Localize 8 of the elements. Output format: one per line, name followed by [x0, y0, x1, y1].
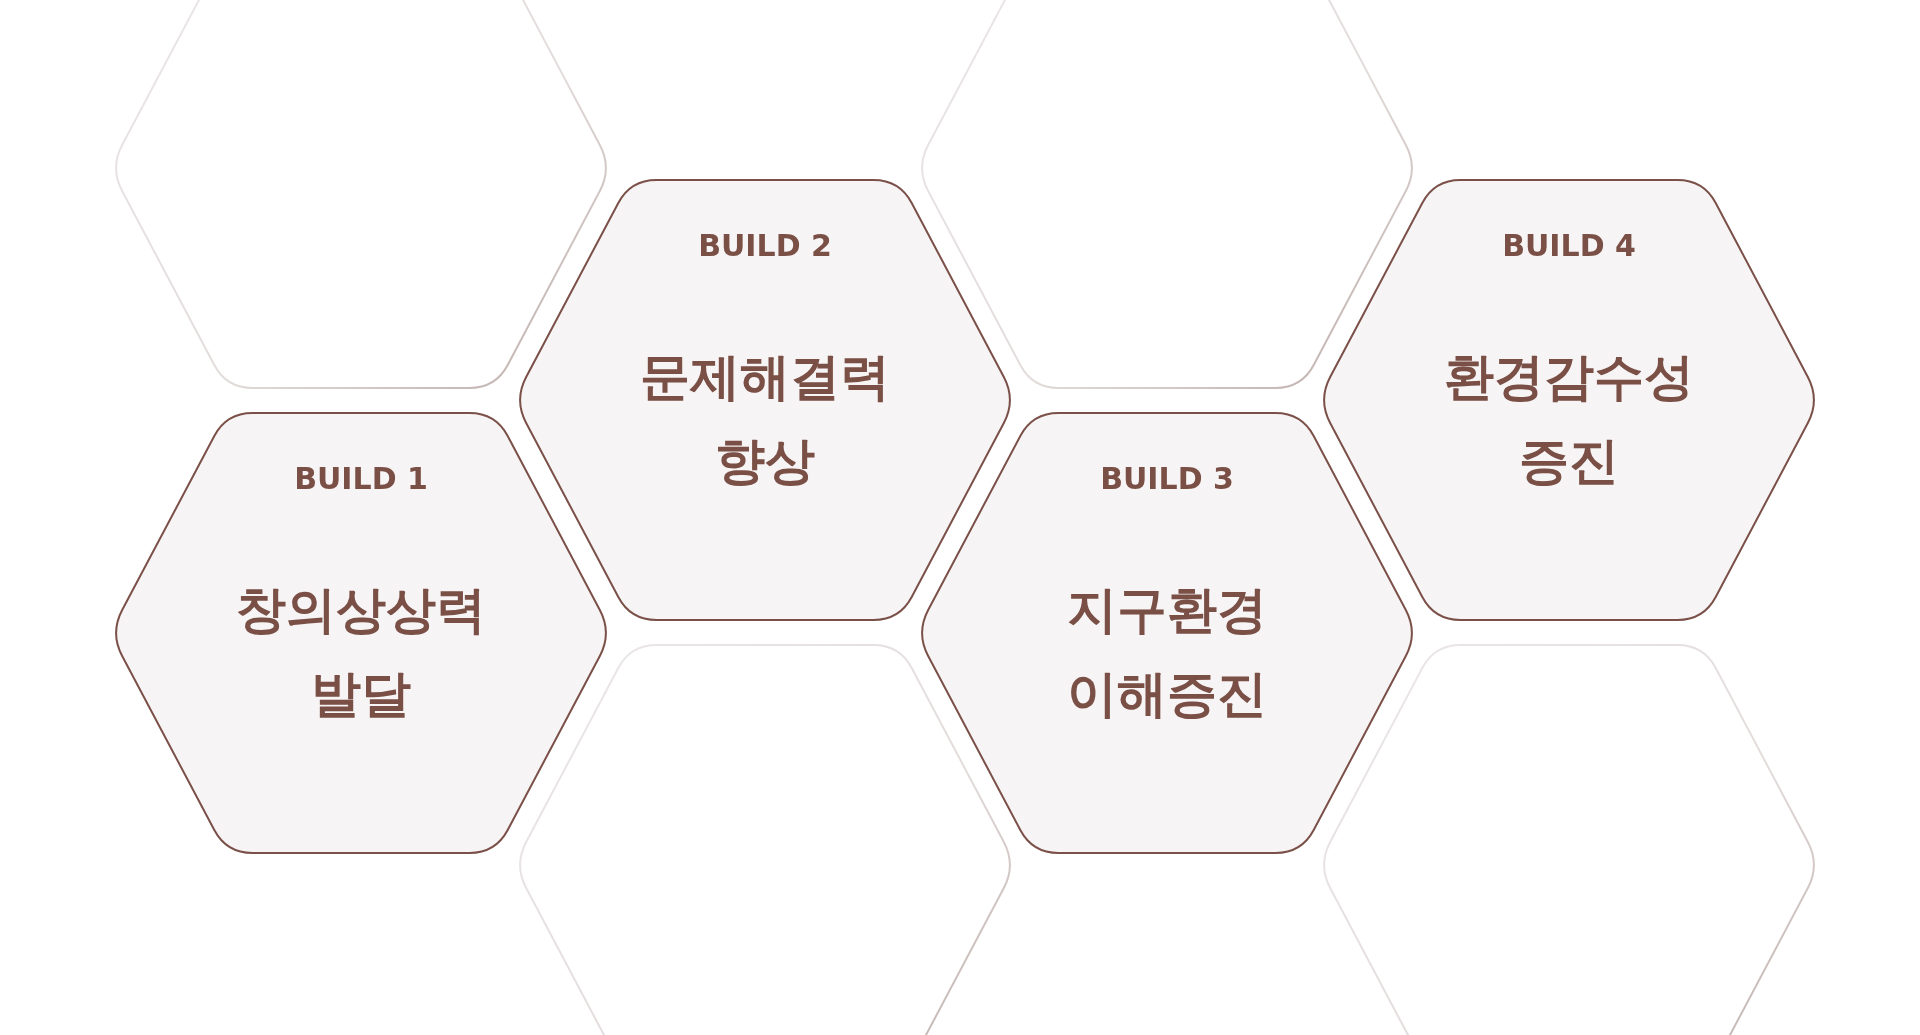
step-label: BUILD 4 — [1501, 228, 1637, 263]
goal-text: 문제해결력 향상 — [639, 347, 891, 492]
goal-text: 환경감수성 증진 — [1443, 347, 1695, 492]
step-label: BUILD 2 — [697, 228, 833, 263]
goal-text: 지구환경 이해증진 — [1066, 580, 1268, 725]
step-label: BUILD 3 — [1099, 461, 1235, 496]
goal-text: 창의상상력 발달 — [235, 580, 487, 725]
step-label: BUILD 1 — [293, 461, 429, 496]
